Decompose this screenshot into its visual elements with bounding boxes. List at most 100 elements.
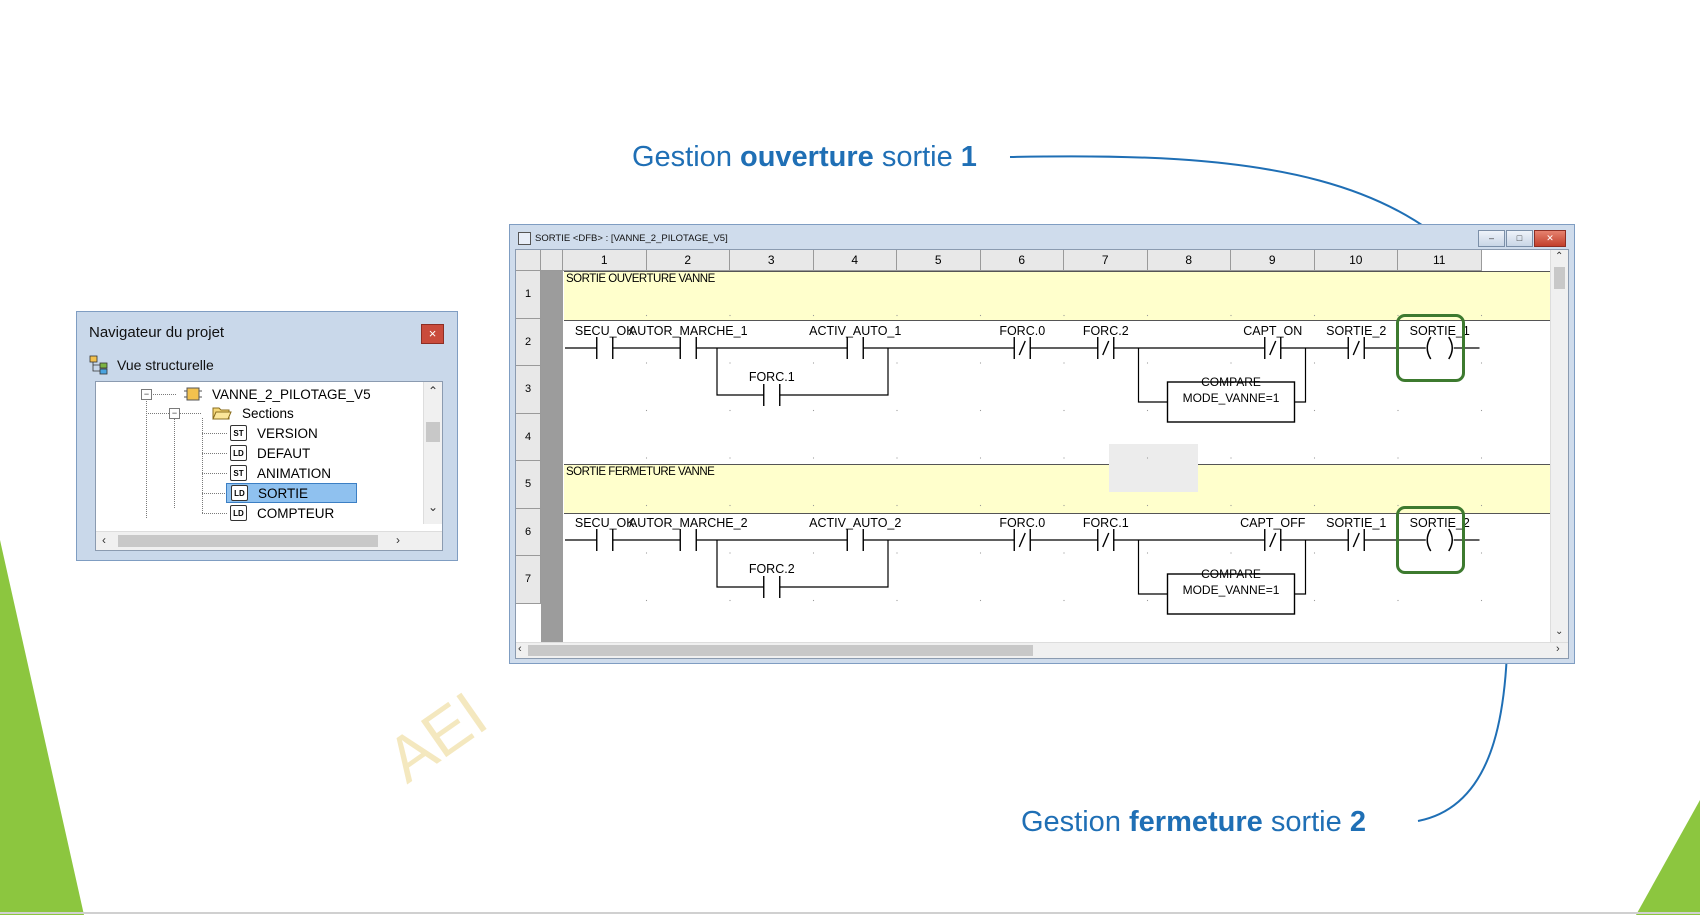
grid-dot	[645, 599, 648, 602]
structural-view-tab[interactable]: Vue structurelle	[89, 352, 214, 378]
grid-dot	[896, 599, 898, 602]
contact-label[interactable]: SORTIE_1	[1326, 516, 1387, 530]
tree-item-version[interactable]: ST VERSION	[230, 423, 322, 443]
coil-rung1-left	[1426, 336, 1432, 360]
collapse-root-icon[interactable]: −	[141, 389, 152, 400]
tree-label-sortie: SORTIE	[258, 485, 309, 501]
tree-label-animation: ANIMATION	[257, 465, 331, 481]
scroll-down-icon[interactable]: ⌄	[428, 500, 439, 514]
rung-comment-opening[interactable]: SORTIE OUVERTURE VANNE	[564, 271, 1552, 321]
column-header: 11	[1398, 250, 1482, 271]
tree-item-sortie[interactable]: LD SORTIE	[226, 483, 358, 503]
close-button[interactable]: ✕	[1534, 230, 1566, 247]
scroll-left-icon[interactable]: ‹	[518, 643, 522, 655]
grid-dot	[645, 362, 648, 364]
scroll-left-icon[interactable]: ‹	[102, 533, 106, 547]
compare-expression[interactable]: MODE_VANNE=1	[1182, 583, 1280, 597]
minimize-button[interactable]: –	[1478, 230, 1505, 247]
contact-label[interactable]: SECU_OK	[574, 324, 635, 338]
ladder-horizontal-scrollbar[interactable]: ‹ ›	[516, 642, 1568, 658]
column-header: 3	[730, 250, 814, 271]
maximize-button[interactable]: □	[1506, 230, 1533, 247]
coil-rung2-left	[1426, 528, 1432, 552]
contact-label[interactable]: FORC.0	[999, 324, 1046, 338]
grid-dot	[1397, 599, 1399, 602]
close-button[interactable]: ×	[421, 324, 444, 344]
contact-label[interactable]: SECU_OK	[574, 516, 635, 530]
grid-dot	[1063, 409, 1065, 412]
tree-label-sections: Sections	[242, 405, 294, 421]
tree-vertical-scrollbar[interactable]: ⌃ ⌄	[423, 382, 442, 524]
contact-label[interactable]: SORTIE_2	[1326, 324, 1387, 338]
scroll-right-icon[interactable]: ›	[1556, 643, 1560, 655]
grid-dot	[1146, 362, 1149, 364]
contact-label[interactable]: ACTIV_AUTO_1	[809, 324, 902, 338]
grid-dot	[1063, 599, 1065, 602]
tree-label-compteur: COMPTEUR	[257, 505, 335, 521]
empty-cell	[1109, 444, 1198, 492]
grid-dot	[1313, 552, 1316, 554]
folder-open-icon	[212, 407, 232, 420]
gutter-header	[541, 250, 563, 271]
contact-label[interactable]: FORC.1	[1082, 516, 1129, 530]
tree-horizontal-scrollbar[interactable]: ‹ ›	[96, 531, 442, 550]
section-icon	[518, 232, 531, 245]
row-header: 2	[516, 318, 541, 366]
grid-dot	[1313, 457, 1316, 459]
contact-rung2-5-negation	[1269, 532, 1277, 548]
project-tree[interactable]: − − VANNE_2_PILOTAGE_V5 Sections ST VERS…	[95, 381, 443, 551]
contact-label[interactable]: ACTIV_AUTO_2	[809, 516, 902, 530]
contact-label[interactable]: AUTOR_MARCHE_2	[628, 516, 748, 530]
grid-dot	[812, 362, 815, 364]
branch-wire	[779, 540, 889, 588]
grid-dot	[1313, 599, 1316, 602]
row-header: 1	[516, 271, 541, 319]
compare-expression[interactable]: MODE_VANNE=1	[1182, 391, 1280, 405]
tree-item-defaut[interactable]: LD DEFAUT	[230, 443, 314, 463]
scroll-right-icon[interactable]: ›	[396, 533, 400, 547]
grid-dot	[645, 457, 648, 459]
rung-comment-closing[interactable]: SORTIE FERMETURE VANNE	[564, 464, 1552, 514]
grid-dot	[1313, 409, 1316, 412]
column-header: 10	[1314, 250, 1398, 271]
column-header: 1	[563, 250, 647, 271]
window-controls: – □ ✕	[1478, 230, 1566, 247]
scroll-up-icon[interactable]: ⌃	[428, 384, 439, 398]
grid-dot	[1146, 409, 1149, 412]
contact-label[interactable]: FORC.2	[1082, 324, 1129, 338]
grid-dot	[1480, 504, 1483, 507]
compare-title[interactable]: COMPARE	[1201, 567, 1261, 581]
contact-label[interactable]: AUTOR_MARCHE_1	[628, 324, 748, 338]
contact-rung2-3-negation	[1018, 532, 1026, 548]
grid-dot	[1230, 504, 1232, 507]
branch-contact-label[interactable]: FORC.1	[748, 370, 795, 384]
collapse-sections-icon[interactable]: −	[169, 408, 180, 419]
ladder-vertical-scrollbar[interactable]: ⌃ ⌄	[1550, 250, 1568, 644]
coil-label[interactable]: SORTIE_2	[1409, 516, 1470, 530]
grid-dot	[979, 409, 982, 412]
contact-label[interactable]: CAPT_OFF	[1240, 516, 1306, 530]
grid-dot	[1230, 457, 1232, 459]
tree-item-animation[interactable]: ST ANIMATION	[230, 463, 335, 483]
grid-dot	[812, 599, 815, 602]
grid-dot	[979, 504, 982, 507]
tree-item-sections[interactable]: Sections	[212, 403, 298, 423]
scroll-up-icon[interactable]: ⌃	[1555, 251, 1564, 262]
grid-dot	[896, 552, 898, 554]
grid-dot	[1146, 504, 1149, 507]
scroll-down-icon[interactable]: ⌄	[1555, 626, 1564, 637]
grid-dot	[729, 314, 731, 317]
grid-dot	[1063, 504, 1065, 507]
coil-label[interactable]: SORTIE_1	[1409, 324, 1470, 338]
tree-item-root[interactable]: VANNE_2_PILOTAGE_V5	[184, 384, 375, 404]
branch-contact-label[interactable]: FORC.2	[748, 562, 795, 576]
grid-dot	[1063, 314, 1065, 317]
tree-label-version: VERSION	[257, 425, 318, 441]
grid-dot	[729, 599, 731, 602]
contact-label[interactable]: CAPT_ON	[1243, 324, 1303, 338]
compare-title[interactable]: COMPARE	[1201, 375, 1261, 389]
grid-dot	[979, 457, 982, 459]
tree-item-compteur[interactable]: LD COMPTEUR	[230, 503, 338, 523]
contact-label[interactable]: FORC.0	[999, 516, 1046, 530]
